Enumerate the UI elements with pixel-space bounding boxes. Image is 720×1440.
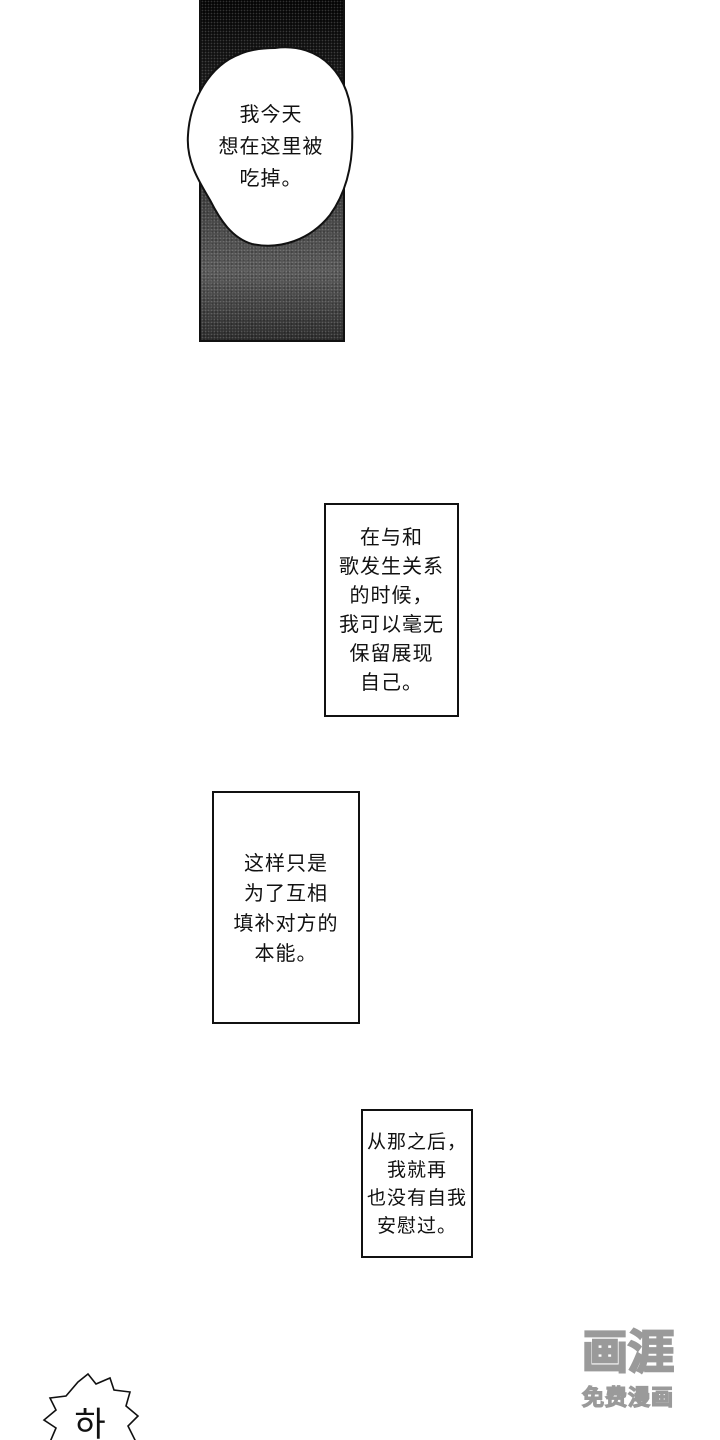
caption-line: 我可以毫无: [339, 612, 444, 636]
speech-bubble-text: 我今天 想在这里被 吃掉。: [186, 98, 356, 194]
caption-line: 从那之后，: [366, 1130, 467, 1153]
speech-line: 吃掉。: [239, 166, 303, 190]
caption-line: 在与和: [360, 525, 423, 549]
caption-line: 的时候，: [349, 583, 434, 607]
caption-line: 为了互相: [244, 880, 328, 905]
watermark-logo-text: 画涯: [582, 1325, 674, 1378]
caption-line: 自己。: [360, 670, 423, 694]
caption-box-1: 在与和 歌发生关系 的时候， 我可以毫无 保留展现 自己。: [324, 503, 459, 717]
speech-line: 我今天: [239, 102, 303, 126]
caption-line: 安慰过。: [376, 1214, 457, 1237]
watermark-subtitle: 免费漫画: [581, 1385, 674, 1411]
caption-line: 保留展现: [349, 641, 434, 665]
caption-line: 填补对方的: [233, 910, 339, 935]
caption-line: 我就再: [386, 1158, 447, 1181]
watermark: 画涯 免费漫画: [566, 1322, 690, 1414]
speech-line: 想在这里被: [218, 134, 324, 158]
caption-line: 也没有自我: [366, 1186, 467, 1209]
watermark-logo: 画涯: [581, 1324, 675, 1378]
caption-line: 这样只是: [244, 850, 328, 875]
caption-line: 本能。: [254, 940, 318, 965]
caption-line: 歌发生关系: [339, 554, 444, 578]
speech-bubble: [186, 46, 354, 247]
caption-box-2: 这样只是 为了互相 填补对方的 本能。: [212, 791, 360, 1024]
sfx-bubble: 하: [42, 1372, 140, 1440]
sfx-text: 하: [74, 1405, 105, 1440]
caption-box-3: 从那之后， 我就再 也没有自我 安慰过。: [361, 1109, 473, 1258]
